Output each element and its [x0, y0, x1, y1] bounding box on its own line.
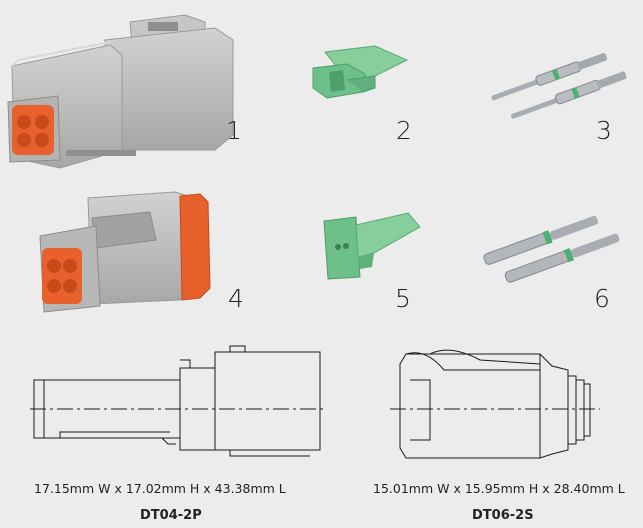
- drawing-dt06-2s: [390, 349, 600, 459]
- dt06-2s-label: DT06-2S: [472, 508, 534, 523]
- dt06-2s-dimensions: 15.01mm W x 15.95mm H x 28.40mm L: [373, 481, 625, 496]
- item-number-2: 2: [396, 116, 412, 145]
- female-sockets-photo: [483, 215, 620, 283]
- receptacle-photo: [7, 14, 234, 169]
- item-number-5: 5: [395, 284, 411, 313]
- drawing-dt04-2p: [30, 345, 325, 457]
- dt04-2p-dimensions: 17.15mm W x 17.02mm H x 43.38mm L: [34, 481, 286, 496]
- item-number-4: 4: [228, 284, 244, 313]
- wedgelock-w2s-photo: [323, 212, 421, 280]
- wedgelock-w2p-photo: [312, 45, 409, 99]
- male-pins-photo: [491, 53, 627, 119]
- plug-photo: [39, 191, 211, 313]
- item-number-6: 6: [594, 284, 610, 313]
- item-number-1: 1: [226, 116, 242, 145]
- item-number-3: 3: [596, 116, 612, 145]
- dt04-2p-label: DT04-2P: [140, 508, 202, 523]
